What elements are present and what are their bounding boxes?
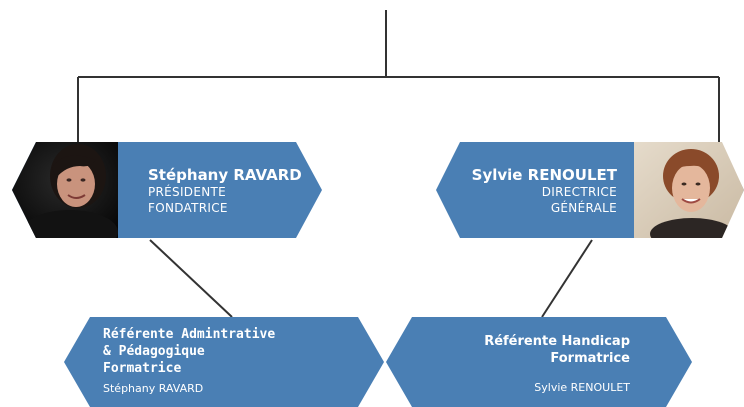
right-sub-connector xyxy=(541,239,593,318)
left-sub-connector xyxy=(149,239,233,318)
